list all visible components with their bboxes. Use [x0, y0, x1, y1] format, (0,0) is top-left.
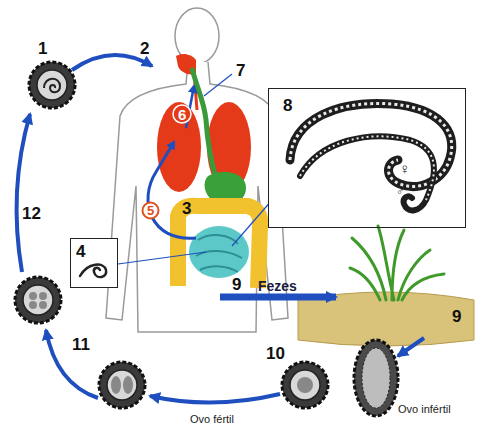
callout-number: 11	[72, 336, 90, 353]
larva	[80, 265, 106, 277]
egg	[29, 62, 75, 108]
box-background	[70, 238, 118, 288]
cycle-arrow	[72, 55, 152, 70]
box-background	[268, 88, 466, 228]
arrow-label: Fezes	[258, 279, 297, 293]
adult-worms-box: 8 ♀ ♂	[268, 88, 466, 228]
female-worm-texture	[290, 103, 452, 186]
small-intestine	[189, 226, 249, 278]
callout-circle: 5	[141, 201, 160, 220]
callout-number: 12	[22, 205, 41, 222]
callout-number: 6	[178, 107, 186, 122]
callout-number: 9	[232, 276, 241, 293]
male-worm-texture	[300, 136, 434, 200]
larva-box: 4	[70, 238, 118, 288]
callout-number: 8	[283, 97, 292, 114]
callout-number: 3	[182, 200, 191, 217]
callout-ring	[173, 105, 191, 123]
feces-arrow	[220, 294, 336, 301]
egg	[282, 362, 328, 408]
cycle-arrow	[46, 330, 98, 398]
migration-arrow	[148, 142, 196, 238]
callout-number: 1	[38, 40, 47, 57]
callout-number: 10	[266, 345, 285, 362]
intestine-loops	[196, 235, 242, 272]
egg-caption: Ovo infértil	[398, 404, 451, 415]
esophagus	[192, 68, 216, 178]
leader-line	[204, 74, 232, 96]
male-worm	[300, 136, 434, 210]
callout-number: 7	[236, 62, 245, 79]
sex-symbol: ♀	[399, 161, 410, 176]
grass	[350, 226, 444, 300]
infertile-egg	[354, 340, 398, 416]
callout-number: 5	[147, 204, 154, 217]
cycle-arrow	[150, 394, 280, 403]
callout-number: 9	[452, 308, 461, 325]
callout-number: 2	[140, 40, 149, 57]
cycle-arrow	[17, 114, 30, 272]
egg	[99, 362, 145, 408]
large-intestine	[178, 206, 260, 288]
female-worm	[290, 103, 452, 186]
callout-number: 4	[76, 243, 85, 260]
lung	[157, 102, 201, 192]
egg-caption: Ovo fértil	[190, 414, 234, 425]
sex-symbol: ♂	[396, 186, 404, 197]
cycle-arrow	[398, 338, 424, 356]
egg	[15, 277, 61, 323]
leader-line	[118, 252, 206, 264]
